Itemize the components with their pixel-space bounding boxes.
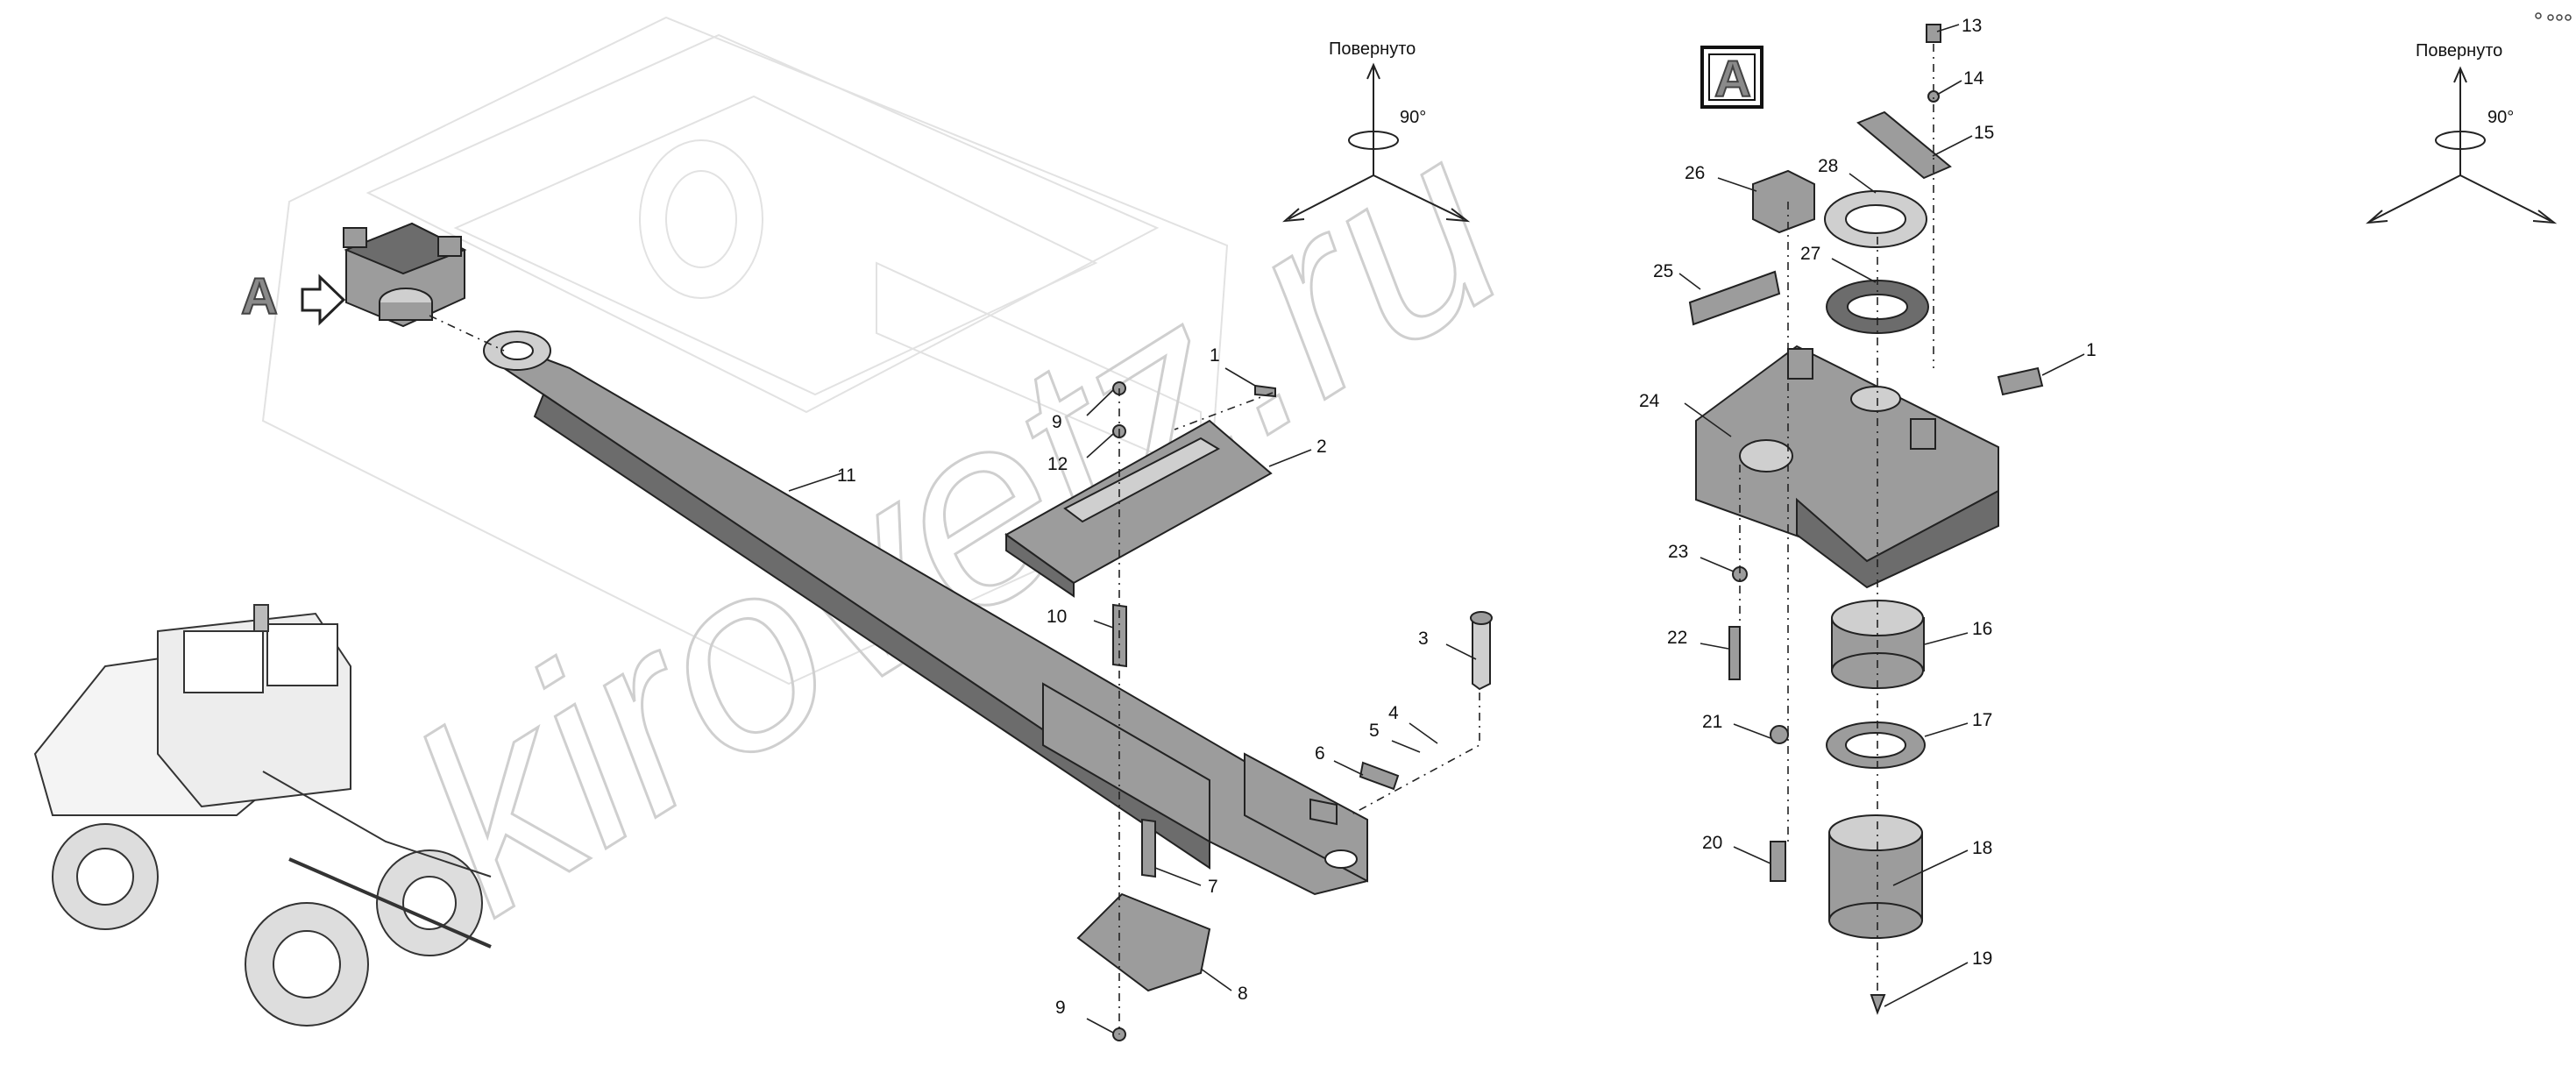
callout-7: 7 xyxy=(1208,877,1218,897)
callout-19: 19 xyxy=(1972,949,1992,969)
callout-6: 6 xyxy=(1315,743,1325,764)
callout-26: 26 xyxy=(1685,163,1705,183)
plate-part-15 xyxy=(1856,110,1952,180)
watermark: kirovetz.ru xyxy=(363,75,1550,970)
drawbar-part-11 xyxy=(483,330,1368,896)
washer-part-28 xyxy=(1824,190,1927,248)
callout-9-top: 9 xyxy=(1052,412,1062,432)
callout-15: 15 xyxy=(1974,123,1994,143)
callout-28: 28 xyxy=(1818,156,1838,176)
rotation-angle-label: 90° xyxy=(2487,108,2514,127)
rotation-label: Повернуто xyxy=(1329,39,1416,59)
callout-10: 10 xyxy=(1047,607,1067,627)
tractor-overview-image xyxy=(33,604,492,1027)
callouts: 1 2 3 4 5 6 7 8 9 10 11 12 9 13 14 15 16 xyxy=(788,16,2097,1034)
plate-part-25 xyxy=(1688,270,1781,326)
small-parts-right xyxy=(1732,24,1941,1015)
bolt-part-22 xyxy=(1728,626,1741,680)
view-a-label-box: A xyxy=(1700,46,1763,109)
callout-20: 20 xyxy=(1702,833,1722,853)
assembly-lines xyxy=(429,44,1934,1034)
callout-23: 23 xyxy=(1668,542,1688,562)
callout-2: 2 xyxy=(1316,437,1327,457)
rotation-angle-label: 90° xyxy=(1400,108,1426,127)
corner-marks xyxy=(2535,12,2572,21)
svg-text:kirovetz.ru: kirovetz.ru xyxy=(365,75,1549,968)
callout-1-right: 1 xyxy=(2086,340,2097,360)
callout-25: 25 xyxy=(1653,261,1673,281)
callout-13: 13 xyxy=(1962,16,1982,36)
retainer-part-6 xyxy=(1359,761,1400,791)
rotation-indicator-right: Повернуто 90° xyxy=(2366,41,2558,224)
callout-18: 18 xyxy=(1972,838,1992,858)
callout-5: 5 xyxy=(1369,721,1380,741)
view-letter: A xyxy=(1714,51,1751,108)
callout-16: 16 xyxy=(1972,619,1992,639)
callout-3: 3 xyxy=(1418,629,1429,649)
plate-part-2 xyxy=(1004,419,1273,598)
view-a-marker: A xyxy=(240,267,346,326)
callout-11: 11 xyxy=(837,465,856,486)
callout-27: 27 xyxy=(1800,244,1820,264)
housing-part-24 xyxy=(1695,345,1999,589)
plate-part-8 xyxy=(1076,892,1211,992)
callout-24: 24 xyxy=(1639,391,1660,411)
callout-14: 14 xyxy=(1963,68,1984,89)
pin-part-3 xyxy=(1470,611,1493,691)
washer-part-27 xyxy=(1826,280,1929,334)
rotation-label: Повернуто xyxy=(2416,41,2502,60)
callout-17: 17 xyxy=(1972,710,1992,730)
callout-12: 12 xyxy=(1047,454,1068,474)
bolt-part-1-left xyxy=(1254,384,1276,398)
callout-22: 22 xyxy=(1667,628,1687,648)
sleeve-part-18 xyxy=(1828,814,1923,939)
callout-8: 8 xyxy=(1238,984,1248,1004)
callout-4: 4 xyxy=(1388,703,1399,723)
pin-part-7 xyxy=(1141,818,1156,878)
ring-part-17 xyxy=(1826,721,1926,769)
view-letter: A xyxy=(241,268,278,325)
block-part-26 xyxy=(1752,169,1815,234)
callout-1: 1 xyxy=(1210,345,1220,366)
bolt-part-1-right xyxy=(1997,366,2044,396)
callout-21: 21 xyxy=(1702,712,1722,732)
bracket-assembly-a xyxy=(343,222,467,328)
rotation-indicator-left: Повернуто 90° xyxy=(1282,39,1471,223)
callout-9-bottom: 9 xyxy=(1055,998,1066,1018)
bolt-part-20 xyxy=(1770,841,1786,882)
